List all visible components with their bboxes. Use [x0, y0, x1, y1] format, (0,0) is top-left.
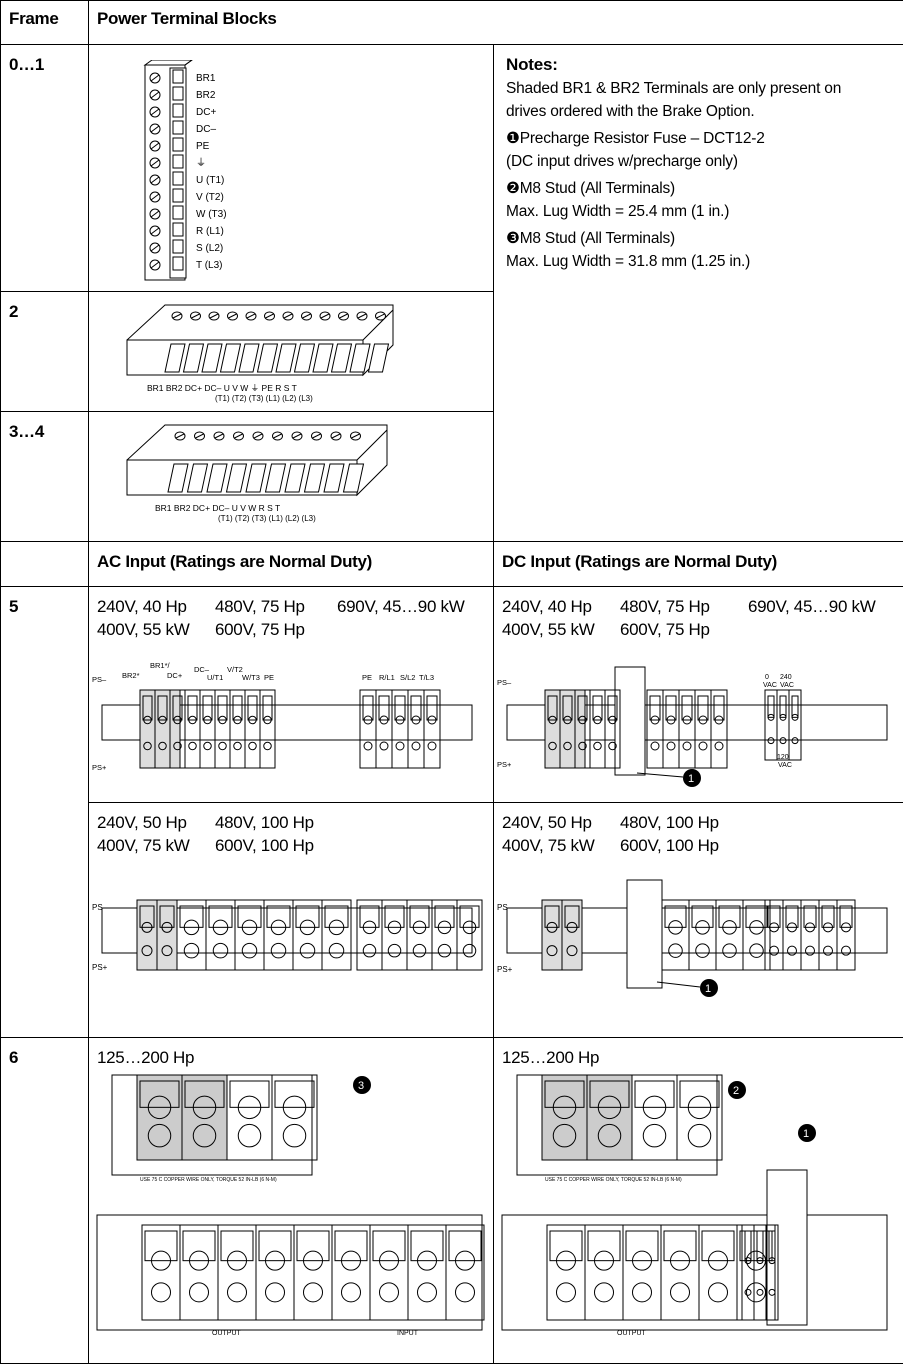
note-3b: Max. Lug Width = 31.8 mm (1.25 in.)	[506, 250, 891, 273]
sl2-label: S/L2	[400, 673, 415, 682]
terminal-label: S (L2)	[196, 243, 223, 254]
notes-title: Notes:	[506, 55, 558, 74]
note-1b: (DC input drives w/precharge only)	[506, 150, 891, 173]
frame2-sublabels: (T1) (T2) (T3) (L1) (L2) (L3)	[215, 394, 313, 403]
ps-plus-b: PS+	[92, 963, 108, 972]
rating: 600V, 75 Hp	[215, 618, 305, 641]
note-2: ❷M8 Stud (All Terminals)	[506, 177, 891, 200]
wt3-label: W/T3	[242, 673, 260, 682]
frame6-ac-diagram: 3 OUTPUT INPUT USE 75 C COPPER WIRE ONLY…	[92, 1065, 492, 1355]
svg-text:1: 1	[705, 983, 711, 995]
rating: 690V, 45…90 kW	[337, 595, 464, 618]
rating: 480V, 75 Hp	[215, 595, 305, 618]
vt2-label: V/T2	[227, 665, 243, 674]
frame34-terminal-block: BR1 BR2 DC+ DC– U V W R S T (T1) (T2) (T…	[125, 420, 405, 530]
notes-line1: Shaded BR1 & BR2 Terminals are only pres…	[506, 77, 866, 123]
dc-input-header: DC Input (Ratings are Normal Duty)	[494, 542, 903, 587]
copper-label-dc: USE 75 C COPPER WIRE ONLY, TORQUE 52 IN-…	[545, 1177, 682, 1183]
svg-text:1: 1	[803, 1128, 809, 1140]
rating: 690V, 45…90 kW	[748, 595, 875, 618]
ps-minus: PS–	[92, 675, 107, 684]
vac0: 0	[765, 674, 769, 681]
frame34-sublabels: (T1) (T2) (T3) (L1) (L2) (L3)	[218, 514, 316, 523]
rating: 400V, 55 kW	[97, 618, 189, 641]
copper-label: USE 75 C COPPER WIRE ONLY, TORQUE 52 IN-…	[140, 1177, 277, 1183]
svg-text:2: 2	[733, 1085, 739, 1097]
ps-minus-dc: PS–	[497, 678, 512, 687]
ps-plus-dc: PS+	[497, 760, 512, 769]
frame2-labels: BR1 BR2 DC+ DC– U V W ⏚ PE R S T	[147, 383, 297, 393]
note-2b: Max. Lug Width = 25.4 mm (1 in.)	[506, 200, 891, 223]
rating: 480V, 75 Hp	[620, 595, 710, 618]
br1-label: BR1*/	[150, 661, 171, 670]
ps-minus-dcb: PS–	[497, 903, 513, 912]
output-label: OUTPUT	[212, 1330, 242, 1337]
rating: 400V, 75 kW	[502, 834, 594, 857]
frame5-ac-diagram-a: PS– PS+ BR1*/ BR2* DC+ DC– U/T1 V/T2 W/T…	[92, 660, 492, 785]
terminal-label: V (T2)	[196, 192, 224, 203]
frame6-dc-diagram: 2 1 OUTPUT USE 75 C COPPER WIRE ONLY, TO…	[497, 1065, 897, 1355]
terminal-label: BR2	[196, 90, 216, 101]
rating: 600V, 100 Hp	[620, 834, 719, 857]
frame5-dc-diagram-a: 1 PS– PS+ 0 VAC 240 VAC 120 VAC	[497, 655, 897, 790]
rating: 600V, 100 Hp	[215, 834, 314, 857]
terminal-label: R (L1)	[196, 226, 224, 237]
output-label-dc: OUTPUT	[617, 1330, 647, 1337]
frame-2: 2	[1, 292, 89, 412]
rl1-label: R/L1	[379, 673, 395, 682]
frame2-terminal-block: BR1 BR2 DC+ DC– U V W ⏚ PE R S T (T1) (T…	[125, 300, 405, 410]
terminal-label: U (T1)	[196, 175, 224, 186]
tl3-label: T/L3	[419, 673, 434, 682]
rating: 600V, 75 Hp	[620, 618, 710, 641]
note-3: ❸M8 Stud (All Terminals)	[506, 227, 891, 250]
vac: VAC	[763, 682, 777, 689]
rating: 240V, 50 Hp	[502, 811, 592, 834]
frame-0-1: 0…1	[1, 45, 89, 292]
terminal-label: W (T3)	[196, 209, 227, 220]
rating: 400V, 55 kW	[502, 618, 594, 641]
pe-label-2: PE	[362, 673, 372, 682]
frame-3-4: 3…4	[1, 412, 89, 542]
terminal-label: BR1	[196, 73, 216, 84]
rating: 240V, 40 Hp	[97, 595, 187, 618]
v240: 240	[780, 674, 792, 681]
vac3: VAC	[778, 762, 792, 769]
header-power-terminal-blocks: Power Terminal Blocks	[89, 1, 903, 45]
rating: 240V, 40 Hp	[502, 595, 592, 618]
rating: 480V, 100 Hp	[620, 811, 719, 834]
ps-plus-dcb: PS+	[497, 965, 513, 974]
ac-input-header: AC Input (Ratings are Normal Duty)	[89, 542, 494, 587]
rating: 480V, 100 Hp	[215, 811, 314, 834]
frame-6: 6	[1, 1038, 89, 1364]
ps-plus: PS+	[92, 763, 107, 772]
br2-label: BR2*	[122, 671, 140, 680]
notes-cell: Notes: Shaded BR1 & BR2 Terminals are on…	[494, 45, 903, 542]
svg-text:1: 1	[688, 773, 694, 785]
ut1-label: U/T1	[207, 673, 223, 682]
vac2: VAC	[780, 682, 794, 689]
input-label: INPUT	[397, 1330, 419, 1337]
frame34-labels: BR1 BR2 DC+ DC– U V W R S T	[155, 503, 280, 513]
note-1: ❶Precharge Resistor Fuse – DCT12-2	[506, 127, 891, 150]
empty-frame-cell	[1, 542, 89, 587]
frame-5: 5	[1, 587, 89, 1038]
frame5-dc-diagram-b: 1 PS– PS+	[497, 868, 897, 1003]
header-frame: Frame	[1, 1, 89, 45]
ps-minus-b: PS–	[92, 903, 108, 912]
v120: 120	[777, 754, 789, 761]
rating: 400V, 75 kW	[97, 834, 189, 857]
terminal-label: PE	[196, 141, 210, 152]
terminal-label: ⏚	[196, 157, 206, 169]
svg-text:3: 3	[358, 1080, 364, 1092]
terminal-label: T (L3)	[196, 260, 223, 271]
terminal-label: DC+	[196, 107, 216, 118]
dcp-label: DC+	[167, 671, 183, 680]
terminal-label: DC–	[196, 124, 216, 135]
rating: 240V, 50 Hp	[97, 811, 187, 834]
frame5-ac-diagram-b: PS– PS+	[92, 870, 492, 995]
pe-label: PE	[264, 673, 274, 682]
